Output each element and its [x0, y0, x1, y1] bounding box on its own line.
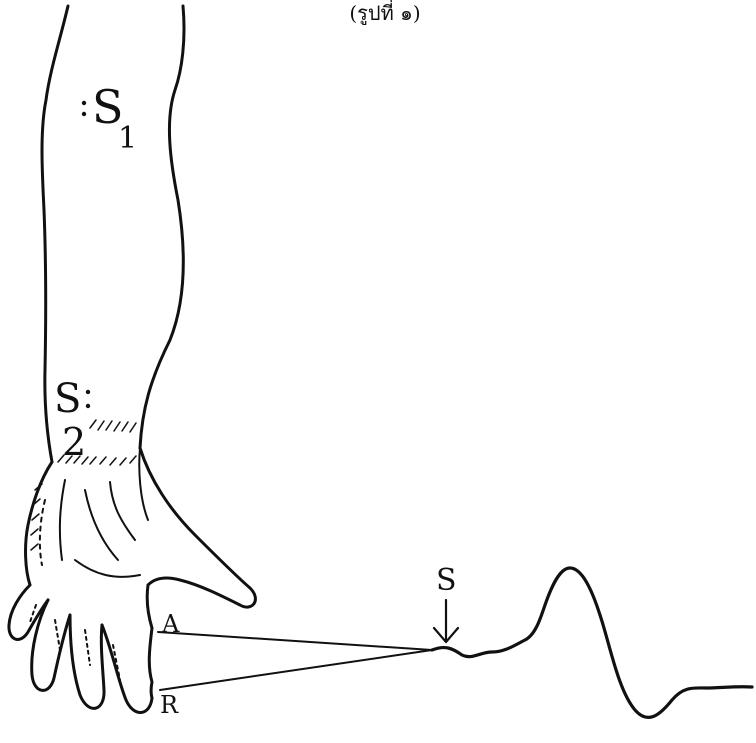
lead-active: [158, 632, 432, 650]
label-s2-main: S: [54, 376, 81, 422]
palm-left: [26, 462, 52, 585]
label-reference: R: [160, 691, 179, 719]
arm-right-edge: [140, 6, 184, 448]
finger-3: [70, 615, 104, 708]
hand-outline: [9, 448, 255, 713]
label-s1: S 1: [82, 80, 137, 156]
finger-4: [102, 625, 152, 713]
electrode-leads: [158, 632, 432, 690]
label-stimulus: S: [436, 563, 457, 598]
thumb: [140, 448, 255, 607]
lead-reference: [160, 650, 432, 690]
figure-caption: (รูปที่ ๑): [349, 0, 420, 26]
label-s2-sub: 2: [62, 420, 86, 464]
label-s2: S 2: [54, 376, 90, 464]
stimulus-arrow: [434, 600, 458, 642]
little-finger: [147, 585, 152, 698]
response-trace: [432, 568, 752, 717]
label-active: A: [161, 610, 180, 638]
label-s1-sub: 1: [118, 121, 137, 156]
palm-creases: [30, 480, 140, 680]
